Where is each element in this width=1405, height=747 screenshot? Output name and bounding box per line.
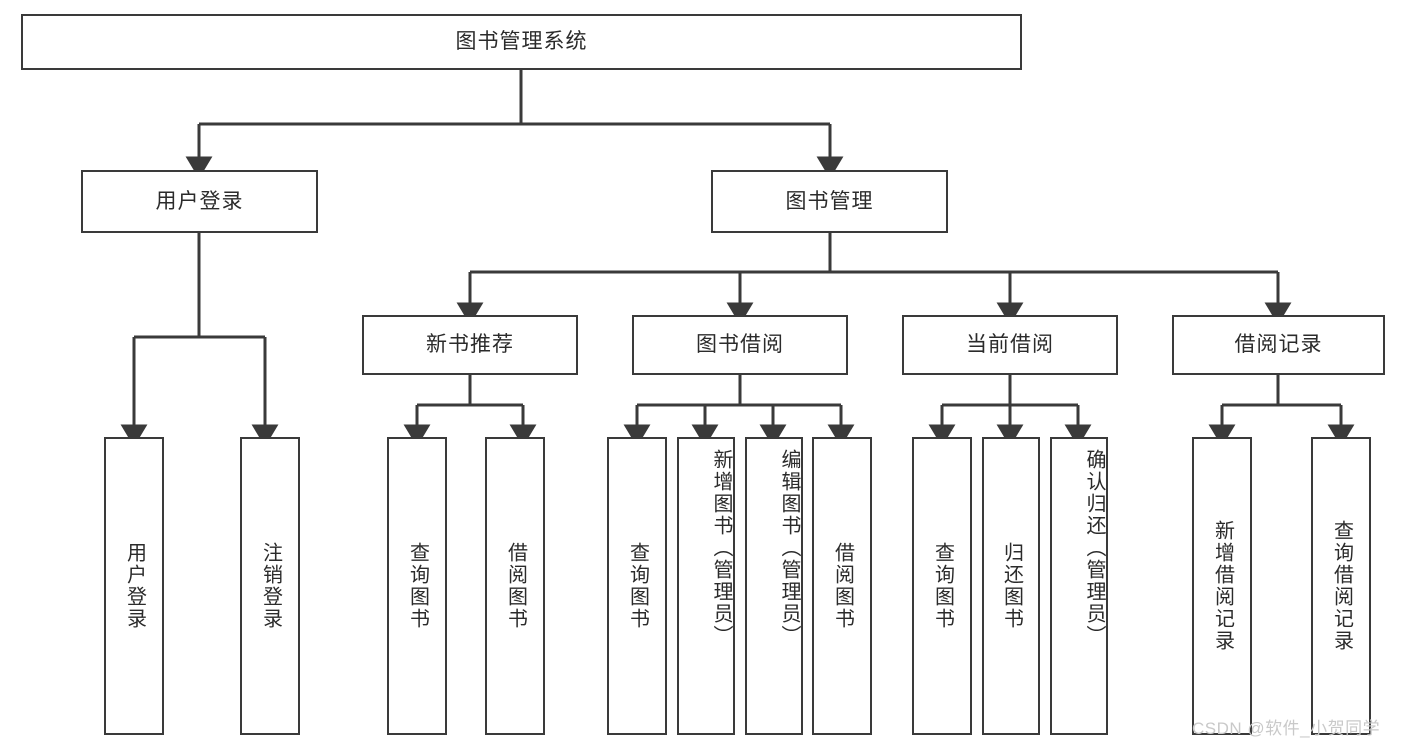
node-leaf-edit-book[interactable]: 编辑图书（管理员）	[745, 437, 803, 735]
csdn-watermark: CSDN @软件_小贺同学	[1192, 719, 1381, 738]
node-leaf-borrow-book-b[interactable]: 借阅图书	[812, 437, 872, 735]
node-borrow-record[interactable]: 借阅记录	[1172, 315, 1385, 375]
node-book-manage[interactable]: 图书管理	[711, 170, 948, 233]
node-current-borrow[interactable]: 当前借阅	[902, 315, 1118, 375]
node-leaf-query-book-a[interactable]: 查询图书	[387, 437, 447, 735]
node-leaf-edit-book-label: 编辑图书（管理员）	[778, 449, 800, 647]
node-leaf-query-record-label: 查询借阅记录	[1330, 520, 1353, 652]
node-user-login[interactable]: 用户登录	[81, 170, 318, 233]
node-leaf-add-book[interactable]: 新增图书（管理员）	[677, 437, 735, 735]
node-leaf-add-book-label: 新增图书（管理员）	[710, 449, 732, 647]
node-leaf-logout-label: 注销登录	[259, 542, 282, 630]
node-leaf-logout[interactable]: 注销登录	[240, 437, 300, 735]
node-leaf-return-book[interactable]: 归还图书	[982, 437, 1040, 735]
node-leaf-confirm-return[interactable]: 确认归还（管理员）	[1050, 437, 1108, 735]
node-leaf-borrow-book-a-label: 借阅图书	[504, 542, 527, 630]
node-borrow-record-label: 借阅记录	[1234, 333, 1323, 357]
node-leaf-user-login[interactable]: 用户登录	[104, 437, 164, 735]
node-leaf-add-record-label: 新增借阅记录	[1211, 520, 1234, 652]
node-book-borrow-label: 图书借阅	[696, 333, 784, 357]
node-leaf-borrow-book-b-label: 借阅图书	[831, 542, 854, 630]
node-leaf-query-book-b-label: 查询图书	[626, 542, 649, 630]
node-leaf-user-login-label: 用户登录	[123, 542, 146, 630]
node-leaf-borrow-book-a[interactable]: 借阅图书	[485, 437, 545, 735]
node-root-label: 图书管理系统	[455, 30, 588, 54]
node-leaf-query-book-b[interactable]: 查询图书	[607, 437, 667, 735]
node-leaf-return-book-label: 归还图书	[1000, 542, 1023, 630]
node-new-book-rec[interactable]: 新书推荐	[362, 315, 578, 375]
node-root[interactable]: 图书管理系统	[21, 14, 1022, 70]
node-leaf-query-book-a-label: 查询图书	[406, 542, 429, 630]
node-leaf-confirm-return-label: 确认归还（管理员）	[1083, 449, 1105, 647]
node-user-login-label: 用户登录	[155, 189, 244, 213]
node-leaf-query-book-c-label: 查询图书	[931, 542, 954, 630]
node-leaf-query-record[interactable]: 查询借阅记录	[1311, 437, 1371, 735]
node-current-borrow-label: 当前借阅	[966, 333, 1054, 357]
node-leaf-query-book-c[interactable]: 查询图书	[912, 437, 972, 735]
node-book-manage-label: 图书管理	[785, 189, 874, 213]
node-leaf-add-record[interactable]: 新增借阅记录	[1192, 437, 1252, 735]
node-book-borrow[interactable]: 图书借阅	[632, 315, 848, 375]
node-new-book-rec-label: 新书推荐	[426, 333, 514, 357]
